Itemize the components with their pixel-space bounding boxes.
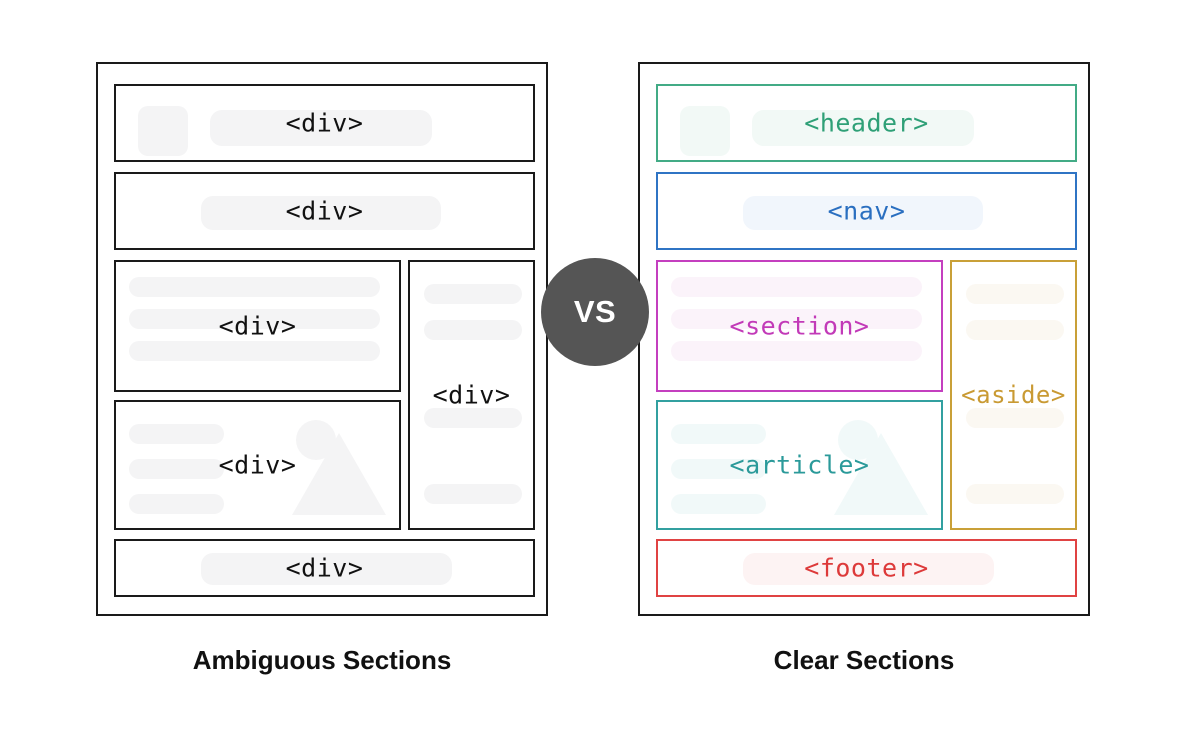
text-placeholder-bar — [201, 196, 441, 230]
text-placeholder-bar — [671, 424, 766, 444]
text-placeholder-bar — [966, 320, 1064, 340]
left-block-aside: <div> — [408, 260, 535, 530]
text-placeholder-bar — [129, 459, 224, 479]
text-placeholder-bar — [424, 320, 522, 340]
logo-placeholder — [138, 106, 188, 156]
logo-placeholder — [680, 106, 730, 156]
right-block-nav-label: <nav> — [827, 196, 906, 226]
vs-badge-label: VS — [573, 294, 617, 329]
right-block-aside: <aside> — [950, 260, 1077, 530]
left-block-aside-label: <div> — [432, 380, 511, 410]
image-placeholder-icon — [818, 420, 928, 515]
text-placeholder-bar — [671, 309, 922, 329]
right-block-article-label: <article> — [729, 450, 870, 480]
left-wireframe-frame: <div> <div> <div> <div> — [96, 62, 548, 616]
right-block-aside-label: <aside> — [961, 381, 1066, 409]
right-block-header: <header> — [656, 84, 1077, 162]
text-placeholder-bar — [424, 408, 522, 428]
right-block-nav: <nav> — [656, 172, 1077, 250]
left-block-header: <div> — [114, 84, 535, 162]
text-placeholder-bar — [671, 341, 922, 361]
left-block-footer: <div> — [114, 539, 535, 597]
text-placeholder-bar — [966, 408, 1064, 428]
vs-badge: VS — [541, 258, 649, 366]
left-block-section-label: <div> — [218, 311, 297, 341]
right-block-footer-label: <footer> — [804, 553, 929, 583]
text-placeholder-bar — [129, 424, 224, 444]
text-placeholder-bar — [424, 284, 522, 304]
image-placeholder-icon — [276, 420, 386, 515]
text-placeholder-bar — [743, 553, 994, 585]
right-wireframe-inner: <header> <nav> <section> <aside> — [656, 84, 1077, 597]
left-block-article: <div> — [114, 400, 401, 530]
text-placeholder-bar — [129, 309, 380, 329]
left-block-header-label: <div> — [285, 108, 364, 138]
text-placeholder-bar — [966, 484, 1064, 504]
left-block-nav-label: <div> — [285, 196, 364, 226]
right-block-header-label: <header> — [804, 108, 929, 138]
left-block-section: <div> — [114, 260, 401, 392]
text-placeholder-bar — [201, 553, 452, 585]
left-panel-caption: Ambiguous Sections — [192, 645, 452, 675]
text-placeholder-bar — [671, 494, 766, 514]
text-placeholder-bar — [966, 284, 1064, 304]
left-block-footer-label: <div> — [285, 553, 364, 583]
left-wireframe-inner: <div> <div> <div> <div> — [114, 84, 535, 597]
right-block-section: <section> — [656, 260, 943, 392]
text-placeholder-bar — [743, 196, 983, 230]
text-placeholder-bar — [210, 110, 432, 146]
left-block-article-label: <div> — [218, 450, 297, 480]
text-placeholder-bar — [671, 459, 766, 479]
text-placeholder-bar — [129, 341, 380, 361]
text-placeholder-bar — [424, 484, 522, 504]
right-wireframe-frame: <header> <nav> <section> <aside> — [638, 62, 1090, 616]
right-panel-caption: Clear Sections — [773, 645, 955, 675]
text-placeholder-bar — [129, 277, 380, 297]
text-placeholder-bar — [671, 277, 922, 297]
left-block-nav: <div> — [114, 172, 535, 250]
text-placeholder-bar — [752, 110, 974, 146]
right-block-footer: <footer> — [656, 539, 1077, 597]
right-block-article: <article> — [656, 400, 943, 530]
text-placeholder-bar — [129, 494, 224, 514]
right-block-section-label: <section> — [729, 311, 870, 341]
